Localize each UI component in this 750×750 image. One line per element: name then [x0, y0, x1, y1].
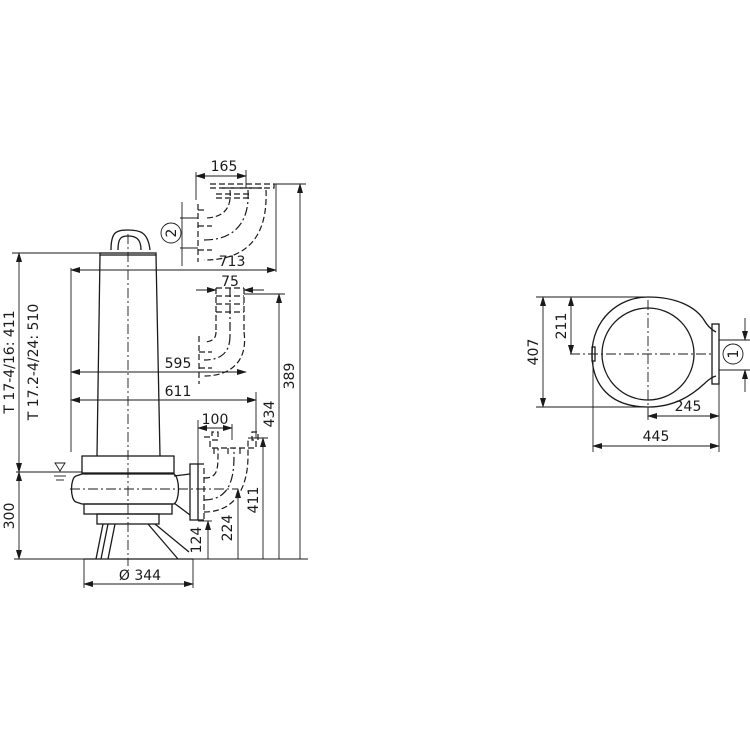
- discharge-bend-middle: [198, 287, 246, 384]
- dim-445: 445: [592, 361, 720, 452]
- svg-text:595: 595: [165, 356, 192, 372]
- outlet-flange: [189, 463, 205, 521]
- discharge-bend-top: [197, 183, 275, 262]
- dim-389: 389: [274, 183, 306, 559]
- svg-text:100: 100: [202, 412, 229, 428]
- dim-165: 165: [195, 159, 247, 200]
- svg-text:Ø 344: Ø 344: [119, 568, 161, 584]
- top-view: 1 407 211 245 445: [526, 296, 750, 452]
- dim-407: 407: [526, 296, 648, 408]
- dim-100: 100: [197, 412, 233, 464]
- dim-base-diameter: Ø 344: [83, 559, 194, 588]
- discharge-marker-2: 2: [160, 202, 198, 266]
- water-level-symbol: [16, 462, 82, 481]
- svg-text:2: 2: [164, 229, 180, 238]
- dim-300: 300: [2, 471, 22, 560]
- svg-text:245: 245: [675, 399, 702, 415]
- dim-245: 245: [647, 384, 720, 452]
- svg-text:300: 300: [2, 503, 18, 530]
- side-view: 2 T 17-4/16: 411 T 17.2-4/24: 510 300: [2, 159, 308, 588]
- dim-211: 211: [554, 296, 574, 355]
- dim-124: 124: [189, 520, 212, 559]
- svg-text:389: 389: [282, 363, 298, 390]
- svg-text:T 17-4/16: 411: T 17-4/16: 411: [2, 310, 18, 414]
- svg-text:165: 165: [211, 159, 238, 175]
- svg-text:224: 224: [220, 515, 236, 542]
- svg-text:713: 713: [219, 254, 246, 270]
- svg-text:211: 211: [554, 313, 570, 340]
- svg-text:124: 124: [189, 527, 205, 554]
- dim-224: 224: [220, 488, 241, 559]
- dim-434: 434: [244, 293, 285, 559]
- svg-text:445: 445: [643, 429, 670, 445]
- svg-text:434: 434: [262, 401, 278, 428]
- svg-text:411: 411: [246, 487, 262, 514]
- svg-text:75: 75: [221, 274, 239, 290]
- discharge-bend-lower: [203, 431, 259, 513]
- dim-713: 713: [70, 184, 277, 273]
- dim-variant-height: T 17-4/16: 411 T 17.2-4/24: 510: [2, 252, 100, 473]
- dim-411: 411: [246, 437, 268, 559]
- dim-75: 75: [196, 274, 264, 293]
- dim-595: 595: [70, 356, 247, 375]
- svg-text:1: 1: [726, 350, 742, 359]
- pump-motor-housing: [70, 229, 238, 566]
- inlet-marker-1: 1: [719, 318, 750, 392]
- dim-611: 611: [70, 384, 257, 438]
- svg-text:611: 611: [165, 384, 192, 400]
- svg-text:407: 407: [526, 339, 542, 366]
- svg-text:T 17.2-4/24: 510: T 17.2-4/24: 510: [26, 304, 42, 422]
